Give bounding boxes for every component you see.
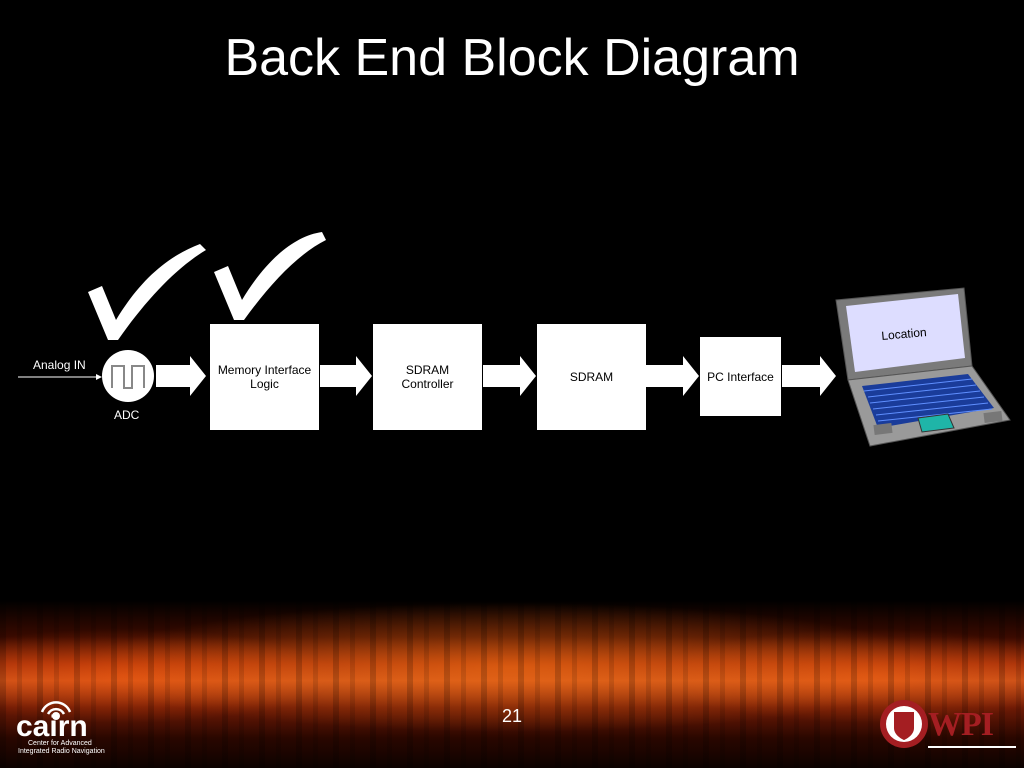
analog-in-label: Analog IN — [33, 358, 86, 372]
adc-label: ADC — [114, 408, 140, 422]
laptop-screen-text: Location — [881, 325, 927, 343]
block-label-line1: SDRAM — [569, 370, 614, 384]
checkmark-icon — [214, 232, 326, 320]
block-label-line2: Logic — [250, 377, 279, 391]
fire-background — [0, 600, 1024, 768]
block-label-line2: Controller — [401, 377, 454, 391]
arrow-adc-to-memory — [156, 356, 206, 396]
signal-icon — [40, 701, 72, 720]
adc-circle — [102, 350, 154, 402]
arrow-sdram-to-pc — [646, 356, 699, 396]
cairn-subtitle-line1: Center for Advanced — [28, 740, 92, 747]
sdram-block: SDRAM — [537, 324, 646, 430]
sdram-controller-block: SDRAM Controller — [373, 324, 482, 430]
analog-input-arrowhead — [96, 374, 102, 380]
pc-interface-block: PC Interface — [700, 337, 781, 416]
arrow-controller-to-sdram — [483, 356, 536, 396]
block-label-line1: PC Interface — [707, 369, 774, 384]
arrow-memory-to-controller — [320, 356, 372, 396]
cairn-subtitle-line2: Integrated Radio Navigation — [18, 748, 105, 755]
cairn-logo: cairn Center for Advanced Integrated Rad… — [16, 698, 126, 758]
wpi-seal-icon — [880, 700, 928, 748]
cairn-logo-text: cairn — [16, 710, 88, 743]
laptop-icon — [835, 287, 1011, 447]
memory-interface-logic-block: Memory Interface Logic — [210, 324, 319, 430]
arrow-pc-to-laptop — [782, 356, 836, 396]
square-wave-icon — [111, 365, 145, 389]
wpi-logo: WPI — [928, 706, 1020, 750]
block-label-line1: SDRAM — [405, 363, 450, 377]
wpi-rule — [928, 746, 1016, 748]
block-label-line1: Memory Interface — [217, 363, 312, 377]
checkmark-icon — [88, 244, 206, 340]
wpi-logo-text: WPI — [928, 706, 994, 743]
slide-title: Back End Block Diagram — [224, 29, 800, 87]
page-number: 21 — [501, 706, 523, 726]
